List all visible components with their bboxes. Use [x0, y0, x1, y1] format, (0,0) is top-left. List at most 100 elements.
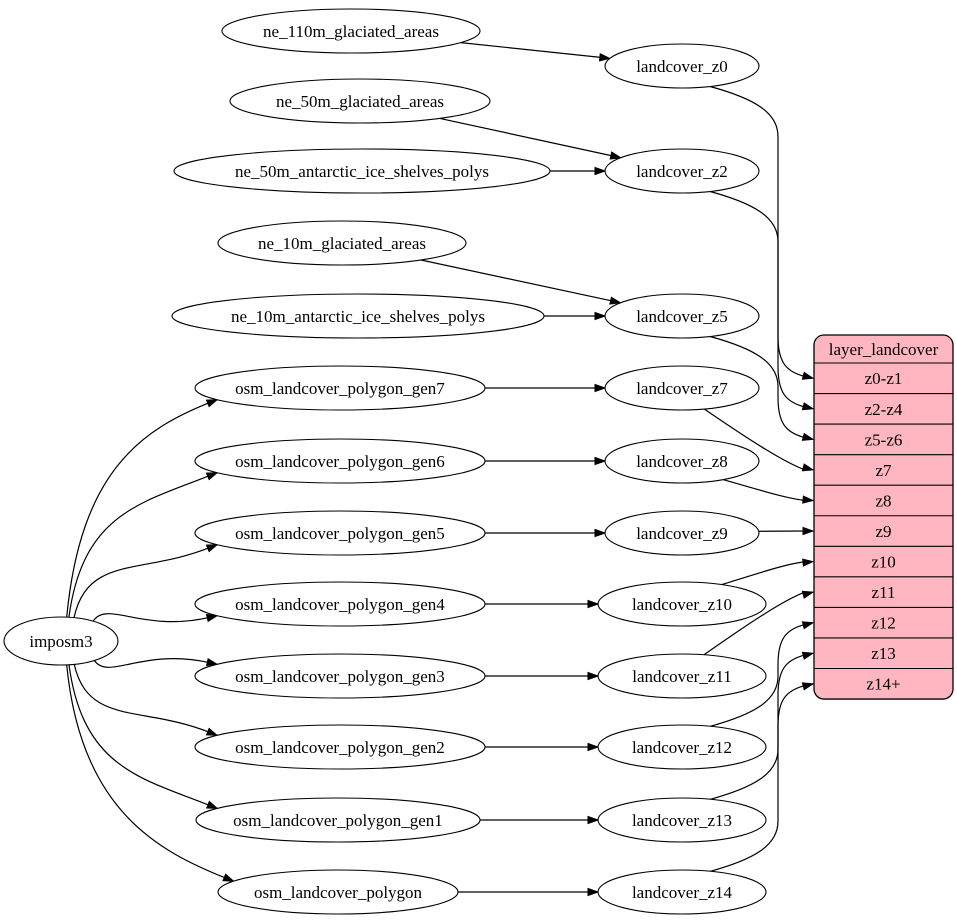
node-osm_landcover_polygon_gen1: osm_landcover_polygon_gen1 [195, 797, 481, 843]
record-row-label: z14+ [866, 675, 900, 694]
edge-ne_10m_glaciated_areas-landcover_z5 [420, 259, 613, 302]
edge-landcover_z0-row-z0-z1 [709, 85, 805, 377]
node-landcover_z14: landcover_z14 [597, 869, 767, 915]
node-ellipse [597, 797, 767, 843]
record-row-label: z5-z6 [865, 430, 903, 449]
record-row-label: z8 [875, 491, 891, 510]
node-ellipse [229, 78, 491, 124]
node-landcover_z8: landcover_z8 [604, 438, 760, 484]
node-label: ne_50m_glaciated_areas [276, 92, 444, 111]
record-row-label: z0-z1 [865, 369, 903, 388]
edge-landcover_z13-row-z13-arrowhead [801, 651, 815, 660]
node-label: landcover_z2 [636, 162, 728, 181]
node-osm_landcover_polygon: osm_landcover_polygon [217, 869, 459, 915]
edge-landcover_z12-row-z12-arrowhead [801, 621, 815, 630]
record-row-label: z2-z4 [865, 400, 903, 419]
edge-imposm3-osm_landcover_polygon_gen1-arrowhead [205, 800, 219, 809]
node-label: osm_landcover_polygon_gen1 [233, 811, 443, 830]
node-ellipse [221, 8, 481, 54]
record-row-label: z9 [875, 522, 891, 541]
node-label: landcover_z10 [632, 595, 732, 614]
node-label: landcover_z5 [636, 307, 728, 326]
node-ellipse [597, 869, 767, 915]
node-label: osm_landcover_polygon_gen4 [235, 595, 445, 614]
node-label: osm_landcover_polygon_gen6 [235, 452, 445, 471]
edge-ne_50m_glaciated_areas-landcover_z2-arrowhead [609, 151, 623, 160]
node-landcover_z2: landcover_z2 [604, 148, 760, 194]
node-osm_landcover_polygon_gen7: osm_landcover_polygon_gen7 [194, 365, 486, 411]
node-landcover_z7: landcover_z7 [604, 365, 760, 411]
edge-landcover_z10-row-z10-arrowhead [802, 558, 815, 567]
record-title: layer_landcover [829, 340, 939, 359]
node-ellipse [217, 869, 459, 915]
edge-landcover_z8-row-z8 [722, 479, 806, 502]
record-row-label: z13 [871, 644, 896, 663]
node-landcover_z0: landcover_z0 [604, 43, 760, 89]
node-ellipse [604, 43, 760, 89]
edge-imposm3-osm_landcover_polygon_gen7 [66, 402, 210, 618]
edge-osm_landcover_polygon_gen4-landcover_z10-arrowhead [587, 599, 600, 609]
edge-osm_landcover_polygon-landcover_z14-arrowhead [587, 887, 600, 897]
edge-landcover_z5-row-z5-z6-arrowhead [801, 432, 815, 441]
edge-landcover_z10-row-z10 [721, 561, 806, 586]
record-layer-landcover: layer_landcover z0-z1 z2-z4 z5-z6 z7 z8 z9 z10 z… [813, 334, 954, 700]
edge-imposm3-osm_landcover_polygon_gen1 [68, 664, 211, 807]
record-row-label: z12 [871, 614, 896, 633]
edge-ne_10m_antarctic_ice_shelves_polys-landcover_z5-arrowhead [594, 311, 607, 321]
node-label: landcover_z14 [632, 883, 733, 902]
edge-imposm3-osm_landcover_polygon_gen2 [73, 664, 210, 733]
node-landcover_z10: landcover_z10 [597, 581, 767, 627]
edge-osm_landcover_polygon_gen1-landcover_z13-arrowhead [587, 815, 600, 825]
edge-osm_landcover_polygon_gen5-landcover_z9-arrowhead [594, 528, 607, 538]
node-ellipse [194, 365, 486, 411]
edge-osm_landcover_polygon_gen7-landcover_z7-arrowhead [594, 383, 607, 393]
node-ellipse [604, 510, 760, 556]
edge-imposm3-osm_landcover_polygon-arrowhead [222, 873, 236, 882]
node-ne_110m_glaciated_areas: ne_110m_glaciated_areas [221, 8, 481, 54]
node-ne_10m_antarctic_ice_shelves_polys: ne_10m_antarctic_ice_shelves_polys [171, 293, 545, 339]
edge-imposm3-osm_landcover_polygon_gen5-arrowhead [205, 544, 219, 553]
record-row-label: z11 [872, 583, 896, 602]
edge-osm_landcover_polygon_gen6-landcover_z8-arrowhead [594, 456, 607, 466]
node-ellipse [604, 148, 760, 194]
edge-ne_50m_glaciated_areas-landcover_z2 [439, 117, 614, 157]
node-ellipse [171, 293, 545, 339]
record-row-label: z10 [871, 553, 896, 572]
node-ellipse [194, 581, 486, 627]
edge-ne_110m_glaciated_areas-landcover_z0 [460, 42, 602, 59]
node-ellipse [604, 365, 760, 411]
edge-imposm3-osm_landcover_polygon [66, 664, 227, 879]
node-ellipse [3, 616, 119, 666]
edge-landcover_z0-row-z0-z1-arrowhead [801, 371, 815, 380]
node-ellipse [195, 797, 481, 843]
edge-imposm3-osm_landcover_polygon_gen5 [73, 547, 210, 618]
node-ellipse [604, 293, 760, 339]
edge-imposm3-osm_landcover_polygon_gen3 [93, 658, 210, 668]
edge-landcover_z7-row-z7-arrowhead [801, 463, 815, 472]
edge-imposm3-osm_landcover_polygon_gen6-arrowhead [205, 472, 219, 481]
edge-landcover_z7-row-z7 [704, 408, 806, 471]
node-label: osm_landcover_polygon_gen5 [235, 524, 445, 543]
node-osm_landcover_polygon_gen2: osm_landcover_polygon_gen2 [194, 724, 486, 770]
node-label: landcover_z0 [636, 57, 728, 76]
record-frame [813, 334, 954, 700]
edge-imposm3-osm_landcover_polygon_gen4 [92, 613, 210, 623]
node-label: landcover_z7 [636, 379, 728, 398]
node-ellipse [597, 653, 767, 699]
node-label: landcover_z12 [632, 738, 732, 757]
edge-landcover_z14-row-z14+-arrowhead [801, 682, 815, 691]
edge-landcover_z11-row-z11 [703, 591, 806, 656]
edge-osm_landcover_polygon_gen2-landcover_z12-arrowhead [587, 742, 600, 752]
node-ne_50m_antarctic_ice_shelves_polys: ne_50m_antarctic_ice_shelves_polys [173, 148, 551, 194]
edge-landcover_z8-row-z8-arrowhead [802, 495, 815, 504]
edges-layer [66, 42, 815, 897]
node-label: landcover_z8 [636, 452, 728, 471]
node-landcover_z5: landcover_z5 [604, 293, 760, 339]
edge-ne_110m_glaciated_areas-landcover_z0-arrowhead [598, 53, 612, 62]
node-osm_landcover_polygon_gen6: osm_landcover_polygon_gen6 [194, 438, 486, 484]
node-ellipse [217, 220, 467, 266]
record-row-label: z7 [875, 461, 892, 480]
edge-landcover_z11-row-z11-arrowhead [801, 590, 815, 599]
